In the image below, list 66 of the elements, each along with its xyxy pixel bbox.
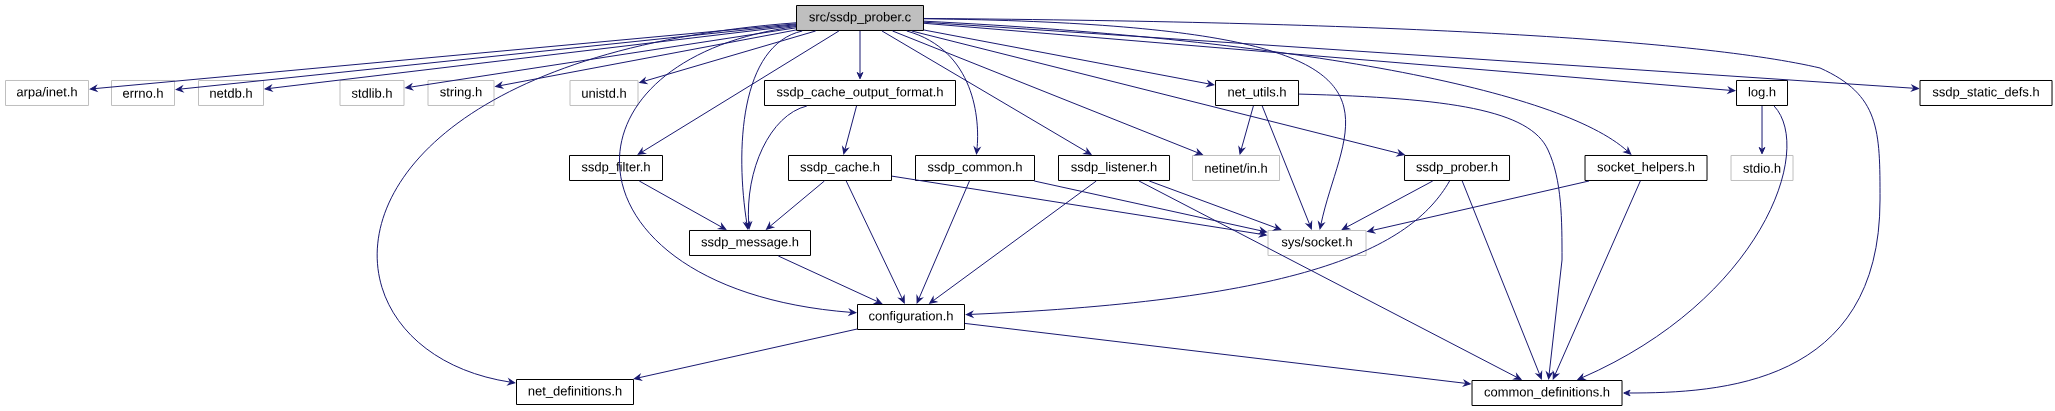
arrow [1461,180,1543,380]
arrow [637,30,840,155]
arrow [633,328,858,381]
arrow [741,30,803,230]
arrow [766,180,825,230]
arrow [916,180,970,304]
arrow [1577,105,1787,381]
arrow [892,30,1203,156]
header-box: arpa/inet.h [5,80,89,106]
arrow [777,255,883,304]
header-box: netdb.h [198,80,264,106]
arrow [923,21,1919,92]
arrow [1033,180,1267,234]
arrow [1138,180,1522,380]
arrow [923,20,1632,155]
arrow [495,29,797,89]
arrow [881,30,1092,155]
arrow [1341,180,1434,230]
arrow [639,30,817,84]
arrow [923,17,1881,397]
arrow [745,105,808,230]
arrow [405,27,797,91]
arrow [1261,105,1313,230]
arrow [1367,180,1590,234]
header-box: ssdp_cache.h [788,155,892,181]
header-box: errno.h [111,80,175,106]
header-box: ssdp_common.h [915,155,1035,181]
header-box: socket_helpers.h [1584,155,1708,181]
arrow [1148,180,1282,231]
arrow [964,322,1471,387]
arrow [845,180,905,304]
arrow [1298,93,1563,380]
arrow [923,22,1736,94]
header-box: ssdp_static_defs.h [1919,80,2053,106]
header-box: ssdp_prober.h [1404,155,1510,181]
arrow [1758,105,1766,155]
header-box: netinet/in.h [1192,155,1280,181]
arrow [1552,180,1641,380]
arrow [856,30,864,80]
header-box: configuration.h [857,304,965,330]
arrow [911,30,1405,157]
header-box: sys/socket.h [1267,230,1367,256]
arrow [923,29,1215,87]
header-box: ssdp_filter.h [569,155,663,181]
header-box: net_definitions.h [516,379,634,405]
header-box: ssdp_message.h [689,230,811,256]
arrow [638,180,727,230]
arrow [619,26,857,316]
arrow [891,175,1267,238]
arrow [929,180,1097,304]
arrow [377,22,797,386]
file-box: src/ssdp_prober.c [796,5,924,31]
header-box: common_definitions.h [1471,380,1623,406]
header-box: ssdp_listener.h [1058,155,1170,181]
header-box: ssdp_cache_output_format.h [764,80,956,106]
header-box: net_utils.h [1215,80,1299,106]
arrow [264,25,797,92]
arrow [965,180,1451,318]
header-box: log.h [1736,80,1788,106]
header-box: string.h [427,80,495,106]
arrow [906,30,981,155]
header-box: stdio.h [1730,155,1794,181]
header-box: stdlib.h [339,80,405,106]
header-box: unistd.h [569,80,639,106]
arrow [1238,105,1254,155]
arrow [842,105,858,155]
